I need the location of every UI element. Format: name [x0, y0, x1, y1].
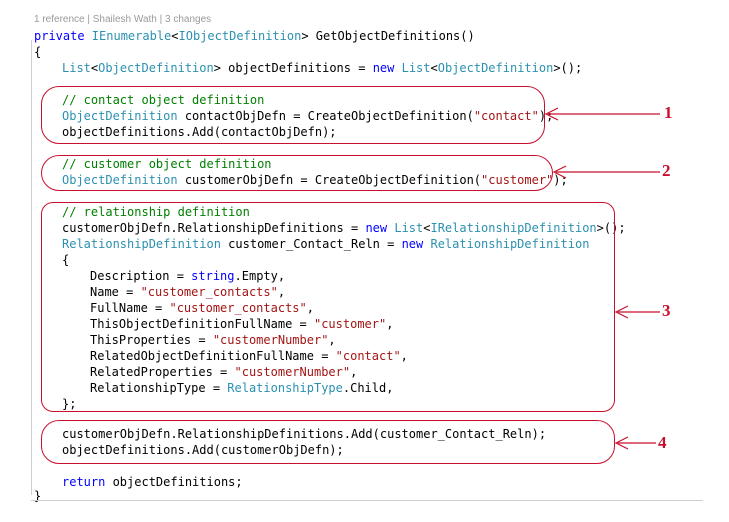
callout-box-3: [41, 202, 615, 412]
annotation-number-2: 2: [662, 161, 671, 180]
code-line-return: return objectDefinitions;: [62, 475, 243, 489]
editor-margin-line: [31, 40, 32, 495]
annotation-number-4: 4: [658, 433, 667, 452]
code-line-contact-defn: ObjectDefinition contactObjDefn = Create…: [62, 109, 554, 123]
arrow-head-3: [614, 305, 629, 319]
arrow-head-2: [552, 165, 567, 179]
code-line-fullname: FullName = "customer_contacts",: [90, 301, 314, 315]
callout-box-2: [41, 155, 553, 191]
code-comment-customer: // customer object definition: [62, 157, 272, 171]
code-line-related-object-fullname: RelatedObjectDefinitionFullName = "conta…: [90, 349, 408, 363]
callout-box-4: [41, 420, 615, 464]
editor-bottom-border: [31, 500, 703, 501]
code-line-open-brace: {: [34, 45, 42, 59]
code-line-relationship-type: RelationshipType = RelationshipType.Chil…: [90, 381, 394, 395]
code-line-related-properties: RelatedProperties = "customerNumber",: [90, 365, 358, 379]
code-line-add-contact: objectDefinitions.Add(contactObjDefn);: [62, 125, 337, 139]
code-line-relationship-list: customerObjDefn.RelationshipDefinitions …: [62, 221, 626, 235]
arrow-head-4: [614, 436, 629, 450]
code-line-method-signature: private IEnumerable<IObjectDefinition> G…: [34, 29, 475, 43]
annotation-number-3: 3: [662, 301, 671, 320]
code-comment-contact: // contact object definition: [62, 93, 265, 107]
arrow-head-1: [544, 107, 559, 121]
code-line-description: Description = string.Empty,: [90, 269, 286, 283]
code-line-name: Name = "customer_contacts",: [90, 285, 286, 299]
annotation-number-1: 1: [664, 103, 673, 122]
code-line-close-brace: }: [34, 489, 42, 503]
code-comment-relationship: // relationship definition: [62, 205, 250, 219]
code-line-add-relationship: customerObjDefn.RelationshipDefinitions.…: [62, 427, 547, 441]
code-line-init-open-brace: {: [62, 253, 70, 267]
code-line-this-properties: ThisProperties = "customerNumber",: [90, 333, 336, 347]
callout-box-1: [41, 86, 545, 144]
code-line-init-close-brace: };: [62, 397, 77, 411]
code-line-this-object-fullname: ThisObjectDefinitionFullName = "customer…: [90, 317, 394, 331]
code-line-relationship-new: RelationshipDefinition customer_Contact_…: [62, 237, 590, 251]
codelens-info[interactable]: 1 reference | Shailesh Wath | 3 changes: [34, 14, 212, 25]
code-line-list-declaration: List<ObjectDefinition> objectDefinitions…: [62, 61, 583, 75]
code-line-add-customer: objectDefinitions.Add(customerObjDefn);: [62, 443, 344, 457]
